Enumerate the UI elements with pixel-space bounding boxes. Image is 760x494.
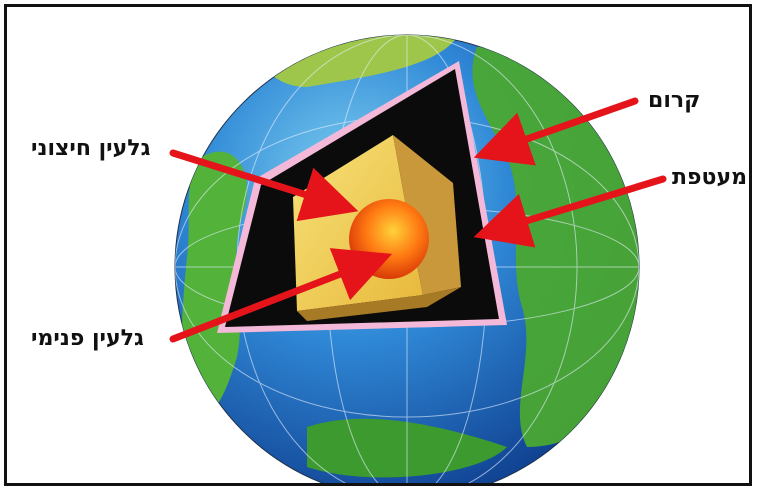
landmass-americas <box>182 151 248 415</box>
label-outer-core: גלעין חיצוני <box>31 136 151 161</box>
label-inner-core: גלעין פנימי <box>31 326 144 351</box>
arrow-inner-core <box>169 248 393 343</box>
outer-core-bottom <box>297 287 461 321</box>
label-crust: קרום <box>648 88 701 113</box>
diagram-frame: קרום מעטפת גלעין חיצוני גלעין פנימי <box>4 4 752 486</box>
label-mantle: מעטפת <box>672 165 748 190</box>
arrow-mantle <box>473 175 667 248</box>
arrows <box>169 97 667 343</box>
outer-core-side <box>393 135 461 295</box>
arrow-outer-core <box>169 149 359 222</box>
earth-layers-diagram <box>169 34 667 483</box>
cutaway <box>217 61 507 333</box>
arrow-crust <box>473 97 639 166</box>
